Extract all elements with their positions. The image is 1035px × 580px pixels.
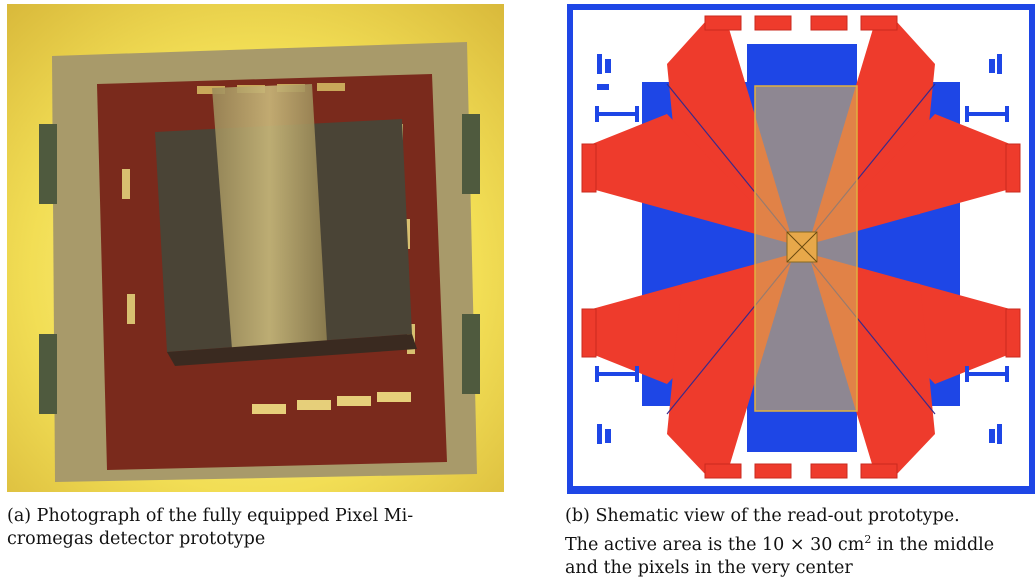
caption-b-superscript: 2	[864, 533, 872, 546]
caption-b-line-3: and the pixels in the very center	[565, 557, 853, 578]
caption-a: (a) Photograph of the fully equipped Pix…	[7, 505, 507, 551]
caption-a-line-1: Photograph of the fully equipped Pixel M…	[36, 506, 414, 526]
caption-b-line-2: The active area is the 10 × 30 cm	[565, 534, 865, 555]
caption-b-line-2b: in the middle	[876, 534, 995, 555]
caption-b-line-1: Shematic view of the read-out prototype.	[595, 506, 960, 526]
active-edge	[167, 334, 417, 366]
caption-b: (b) Shematic view of the read-out protot…	[565, 505, 1035, 580]
caption-a-line-2: cromegas detector prototype	[7, 529, 266, 549]
caption-a-tag: (a)	[7, 506, 32, 526]
frame-tab	[462, 314, 480, 394]
readout-schematic	[567, 4, 1035, 494]
frame-tab	[39, 124, 57, 204]
detector-photo	[7, 4, 504, 492]
alignment-marks	[595, 54, 1009, 444]
bottom-connectors	[252, 392, 411, 414]
frame-tab	[462, 114, 480, 194]
readout-connectors	[581, 15, 1021, 479]
caption-b-tag: (b)	[565, 506, 590, 526]
center-strip	[212, 84, 327, 349]
frame-tab	[39, 334, 57, 414]
